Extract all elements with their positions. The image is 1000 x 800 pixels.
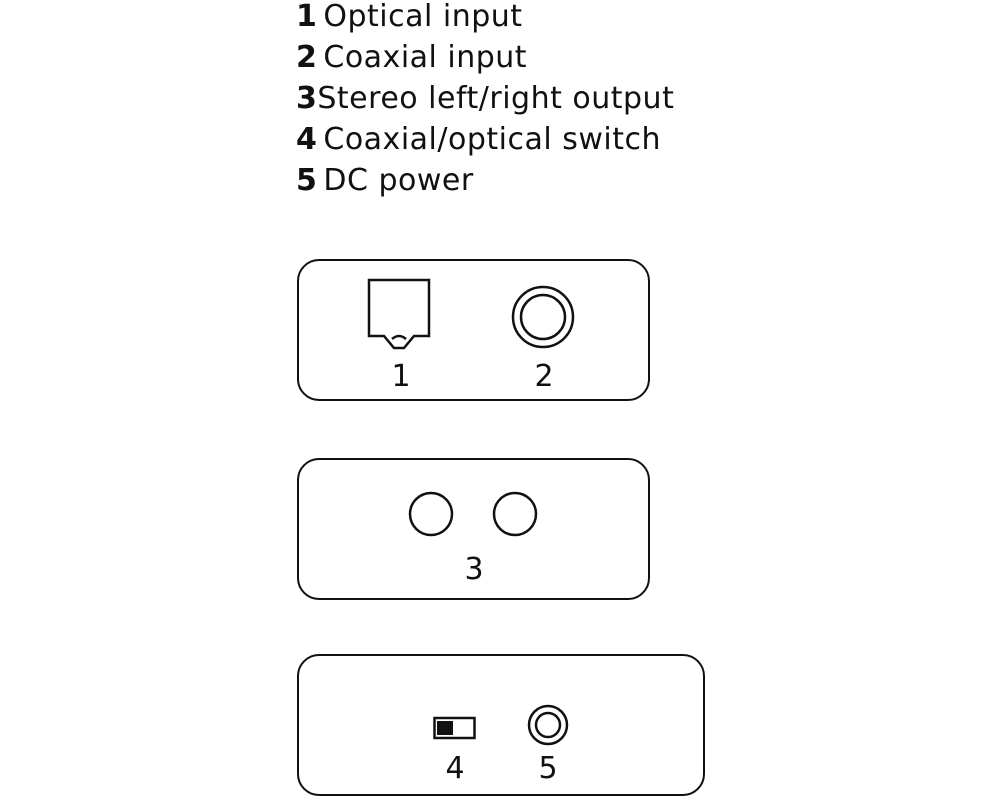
legend-text: Optical input bbox=[323, 0, 523, 34]
port-label-1: 1 bbox=[391, 359, 411, 394]
port-label-3: 3 bbox=[464, 552, 484, 587]
port-label-2: 2 bbox=[534, 359, 554, 394]
rca-right-jack-icon bbox=[492, 491, 538, 537]
port-label-5: 5 bbox=[538, 751, 558, 786]
input-panel bbox=[297, 259, 650, 401]
power-panel bbox=[297, 654, 705, 796]
legend-number: 2 bbox=[296, 40, 318, 75]
legend-number: 3 bbox=[296, 81, 318, 116]
coaxial-jack-icon bbox=[511, 285, 575, 349]
legend-text: Coaxial input bbox=[323, 40, 528, 75]
legend-number: 1 bbox=[296, 0, 318, 34]
legend-item-stereo-output: 3Stereo left/right output bbox=[296, 82, 674, 116]
port-label-4: 4 bbox=[445, 751, 465, 786]
legend-number: 4 bbox=[296, 122, 318, 157]
legend-number: 5 bbox=[296, 163, 318, 198]
legend-text: Stereo left/right output bbox=[317, 81, 675, 116]
dc-jack-icon bbox=[527, 704, 569, 746]
legend-text: Coaxial/optical switch bbox=[323, 122, 661, 157]
output-panel bbox=[297, 458, 650, 600]
legend-text: DC power bbox=[323, 163, 474, 198]
slide-switch-icon bbox=[433, 716, 476, 740]
optical-toslink-icon bbox=[367, 278, 431, 350]
rca-left-jack-icon bbox=[408, 491, 454, 537]
